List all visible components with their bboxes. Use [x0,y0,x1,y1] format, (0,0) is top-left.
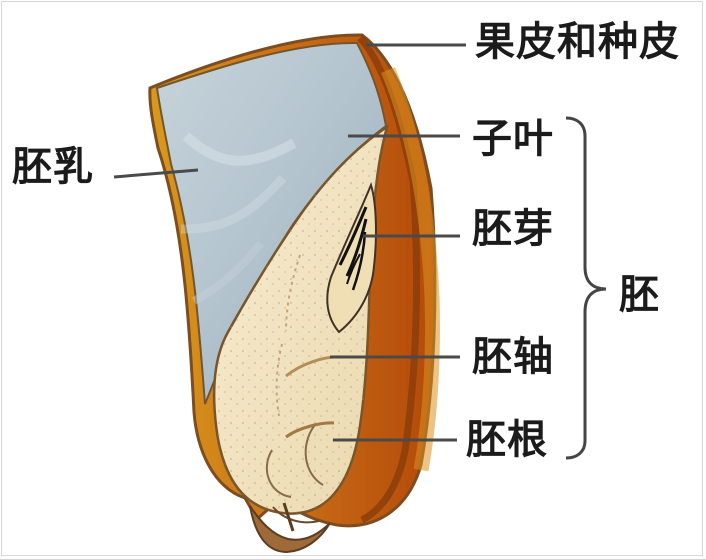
pericarp-and-seed-coat-label: 果皮和种皮 [475,22,680,62]
radicle-label: 胚根 [466,420,548,460]
cotyledon-label: 子叶 [472,119,554,159]
embryo-brace [566,118,606,458]
hypocotyl-label: 胚轴 [472,337,554,377]
plumule-label: 胚芽 [472,209,554,249]
embryo-label: 胚 [619,275,660,315]
endosperm-label: 胚乳 [12,147,94,187]
